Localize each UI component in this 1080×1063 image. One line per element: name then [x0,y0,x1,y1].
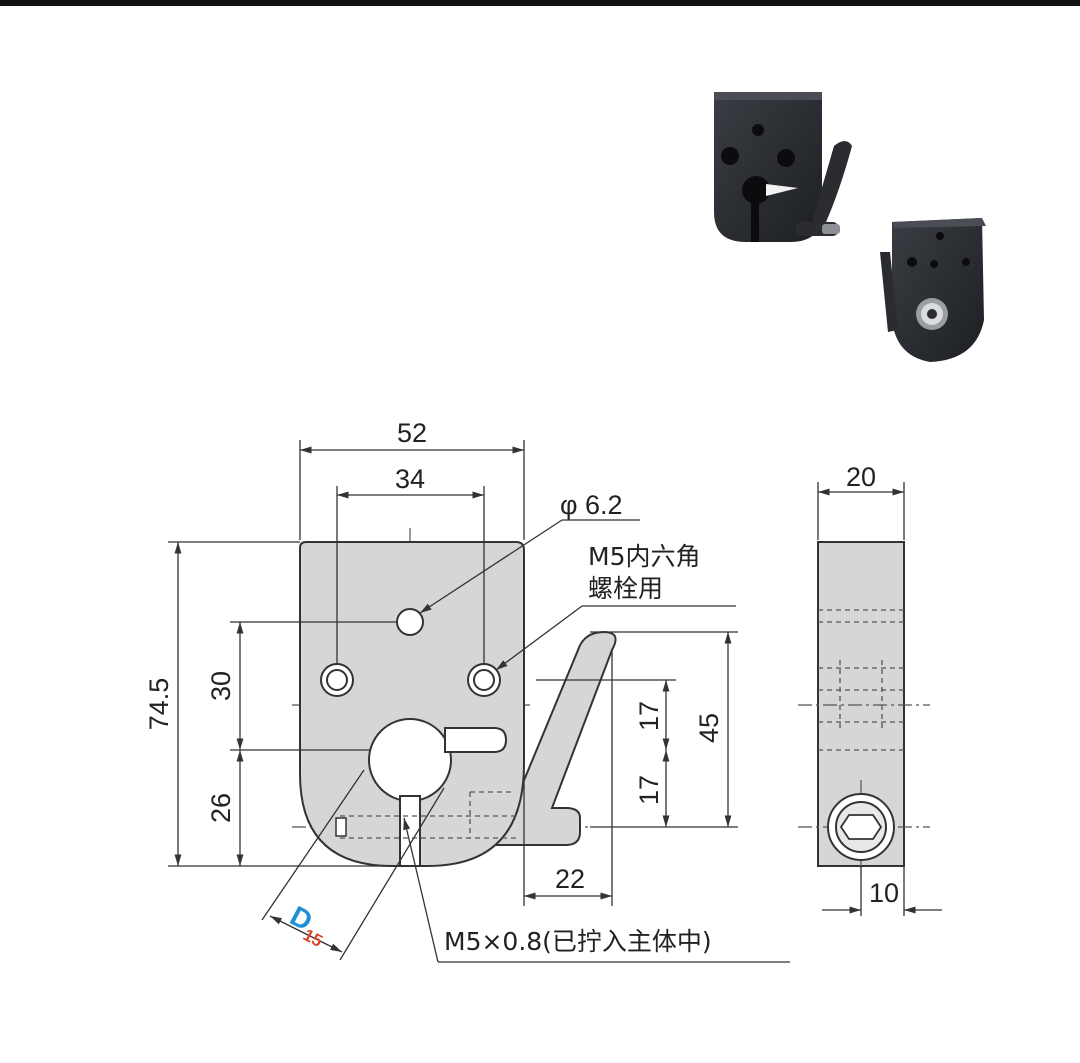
side-view-dimensions: 20 10 [817,462,942,916]
dim-overall-height: 74.5 [144,678,174,731]
lever-clamp-photo-front [714,92,852,242]
dim-thickness: 20 [846,462,876,492]
front-view-dimensions: 52 34 74.5 30 26 17 17 45 22 [144,418,790,963]
dim-overall-width: 52 [397,418,427,448]
bolt-note-line1: M5内六角 [588,542,700,571]
dim-lower: 26 [206,793,236,823]
bolt-note-line2: 螺栓用 [588,574,663,603]
dim-lever-height: 45 [694,713,724,743]
side-view [798,541,930,880]
dim-lever-upper: 17 [634,701,664,731]
dim-lever-lower: 17 [634,775,664,805]
front-view [292,528,617,868]
dim-screw-offset: 10 [869,878,899,908]
dim-lever-offset: 22 [555,864,585,894]
top-status-bar [0,0,1080,6]
screw-note: M5×0.8(已拧入主体中) [444,927,712,956]
hole-callout: φ 6.2 [560,490,623,520]
lever-clamp-photo-back [880,218,986,362]
dim-upper: 30 [206,671,236,701]
dim-hole-spacing: 34 [395,464,425,494]
